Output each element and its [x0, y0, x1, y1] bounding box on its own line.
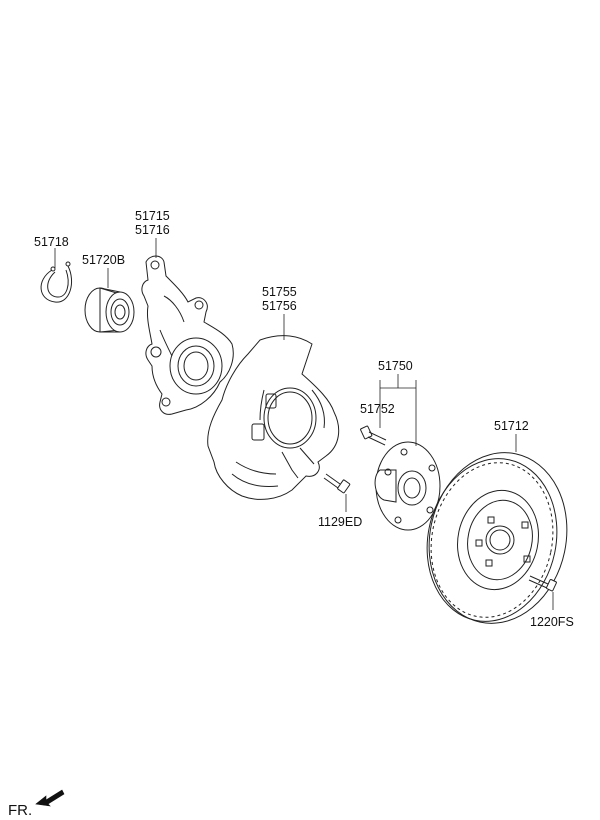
label-cover-bolt[interactable]: 1129ED — [318, 515, 362, 529]
front-marker-label: FR. — [8, 802, 32, 819]
hub-bolt[interactable] — [360, 425, 387, 446]
label-disc-screw[interactable]: 1220FS — [530, 615, 574, 629]
label-dust-cover-a[interactable]: 51755 — [262, 285, 297, 299]
wheel-hub[interactable] — [374, 441, 441, 531]
steering-knuckle[interactable] — [141, 255, 234, 415]
label-hub-assy[interactable]: 51750 — [378, 359, 413, 373]
label-snap-ring[interactable]: 51718 — [34, 235, 69, 249]
disc-screw[interactable] — [528, 575, 557, 592]
brake-disc[interactable] — [412, 440, 582, 637]
cover-bolt[interactable] — [323, 473, 351, 494]
label-bearing[interactable]: 51720B — [82, 253, 125, 267]
label-knuckle-b[interactable]: 51716 — [135, 223, 170, 237]
label-hub-bolt[interactable]: 51752 — [360, 402, 395, 416]
label-disc[interactable]: 51712 — [494, 419, 529, 433]
front-arrow-icon — [35, 789, 65, 807]
hub-bracket-leader — [379, 374, 417, 446]
snap-ring[interactable] — [40, 261, 72, 303]
label-dust-cover-b[interactable]: 51756 — [262, 299, 297, 313]
label-knuckle-a[interactable]: 51715 — [135, 209, 170, 223]
wheel-bearing[interactable] — [84, 287, 135, 333]
dust-cover[interactable] — [207, 335, 340, 500]
